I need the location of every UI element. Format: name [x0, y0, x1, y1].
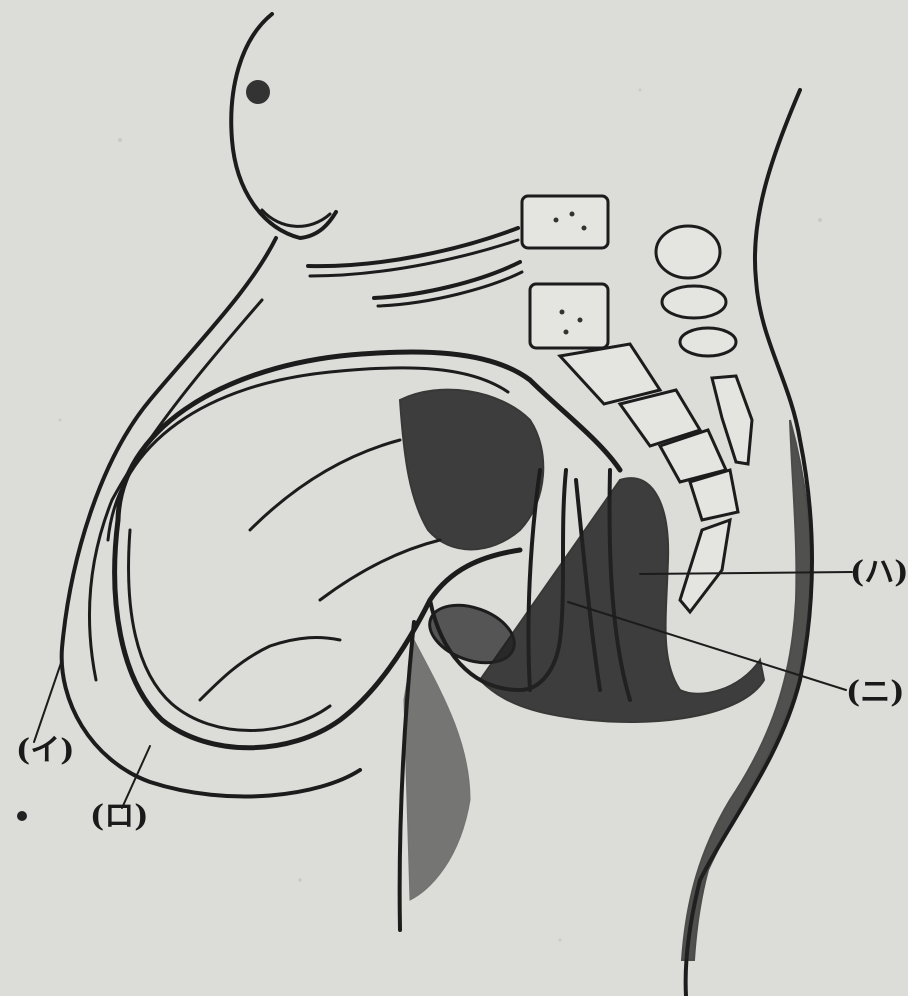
label-ha: (ハ): [850, 555, 908, 590]
label-ro: (ロ): [90, 799, 148, 834]
breast-outline: [231, 14, 336, 238]
nipple: [246, 80, 270, 104]
stray-dot: [17, 811, 27, 821]
label-i: (イ): [16, 733, 74, 768]
thigh-lines: [400, 622, 470, 930]
ribs: [308, 228, 522, 306]
label-ni: (ニ): [846, 675, 904, 710]
abdominal-wall: [62, 238, 360, 797]
